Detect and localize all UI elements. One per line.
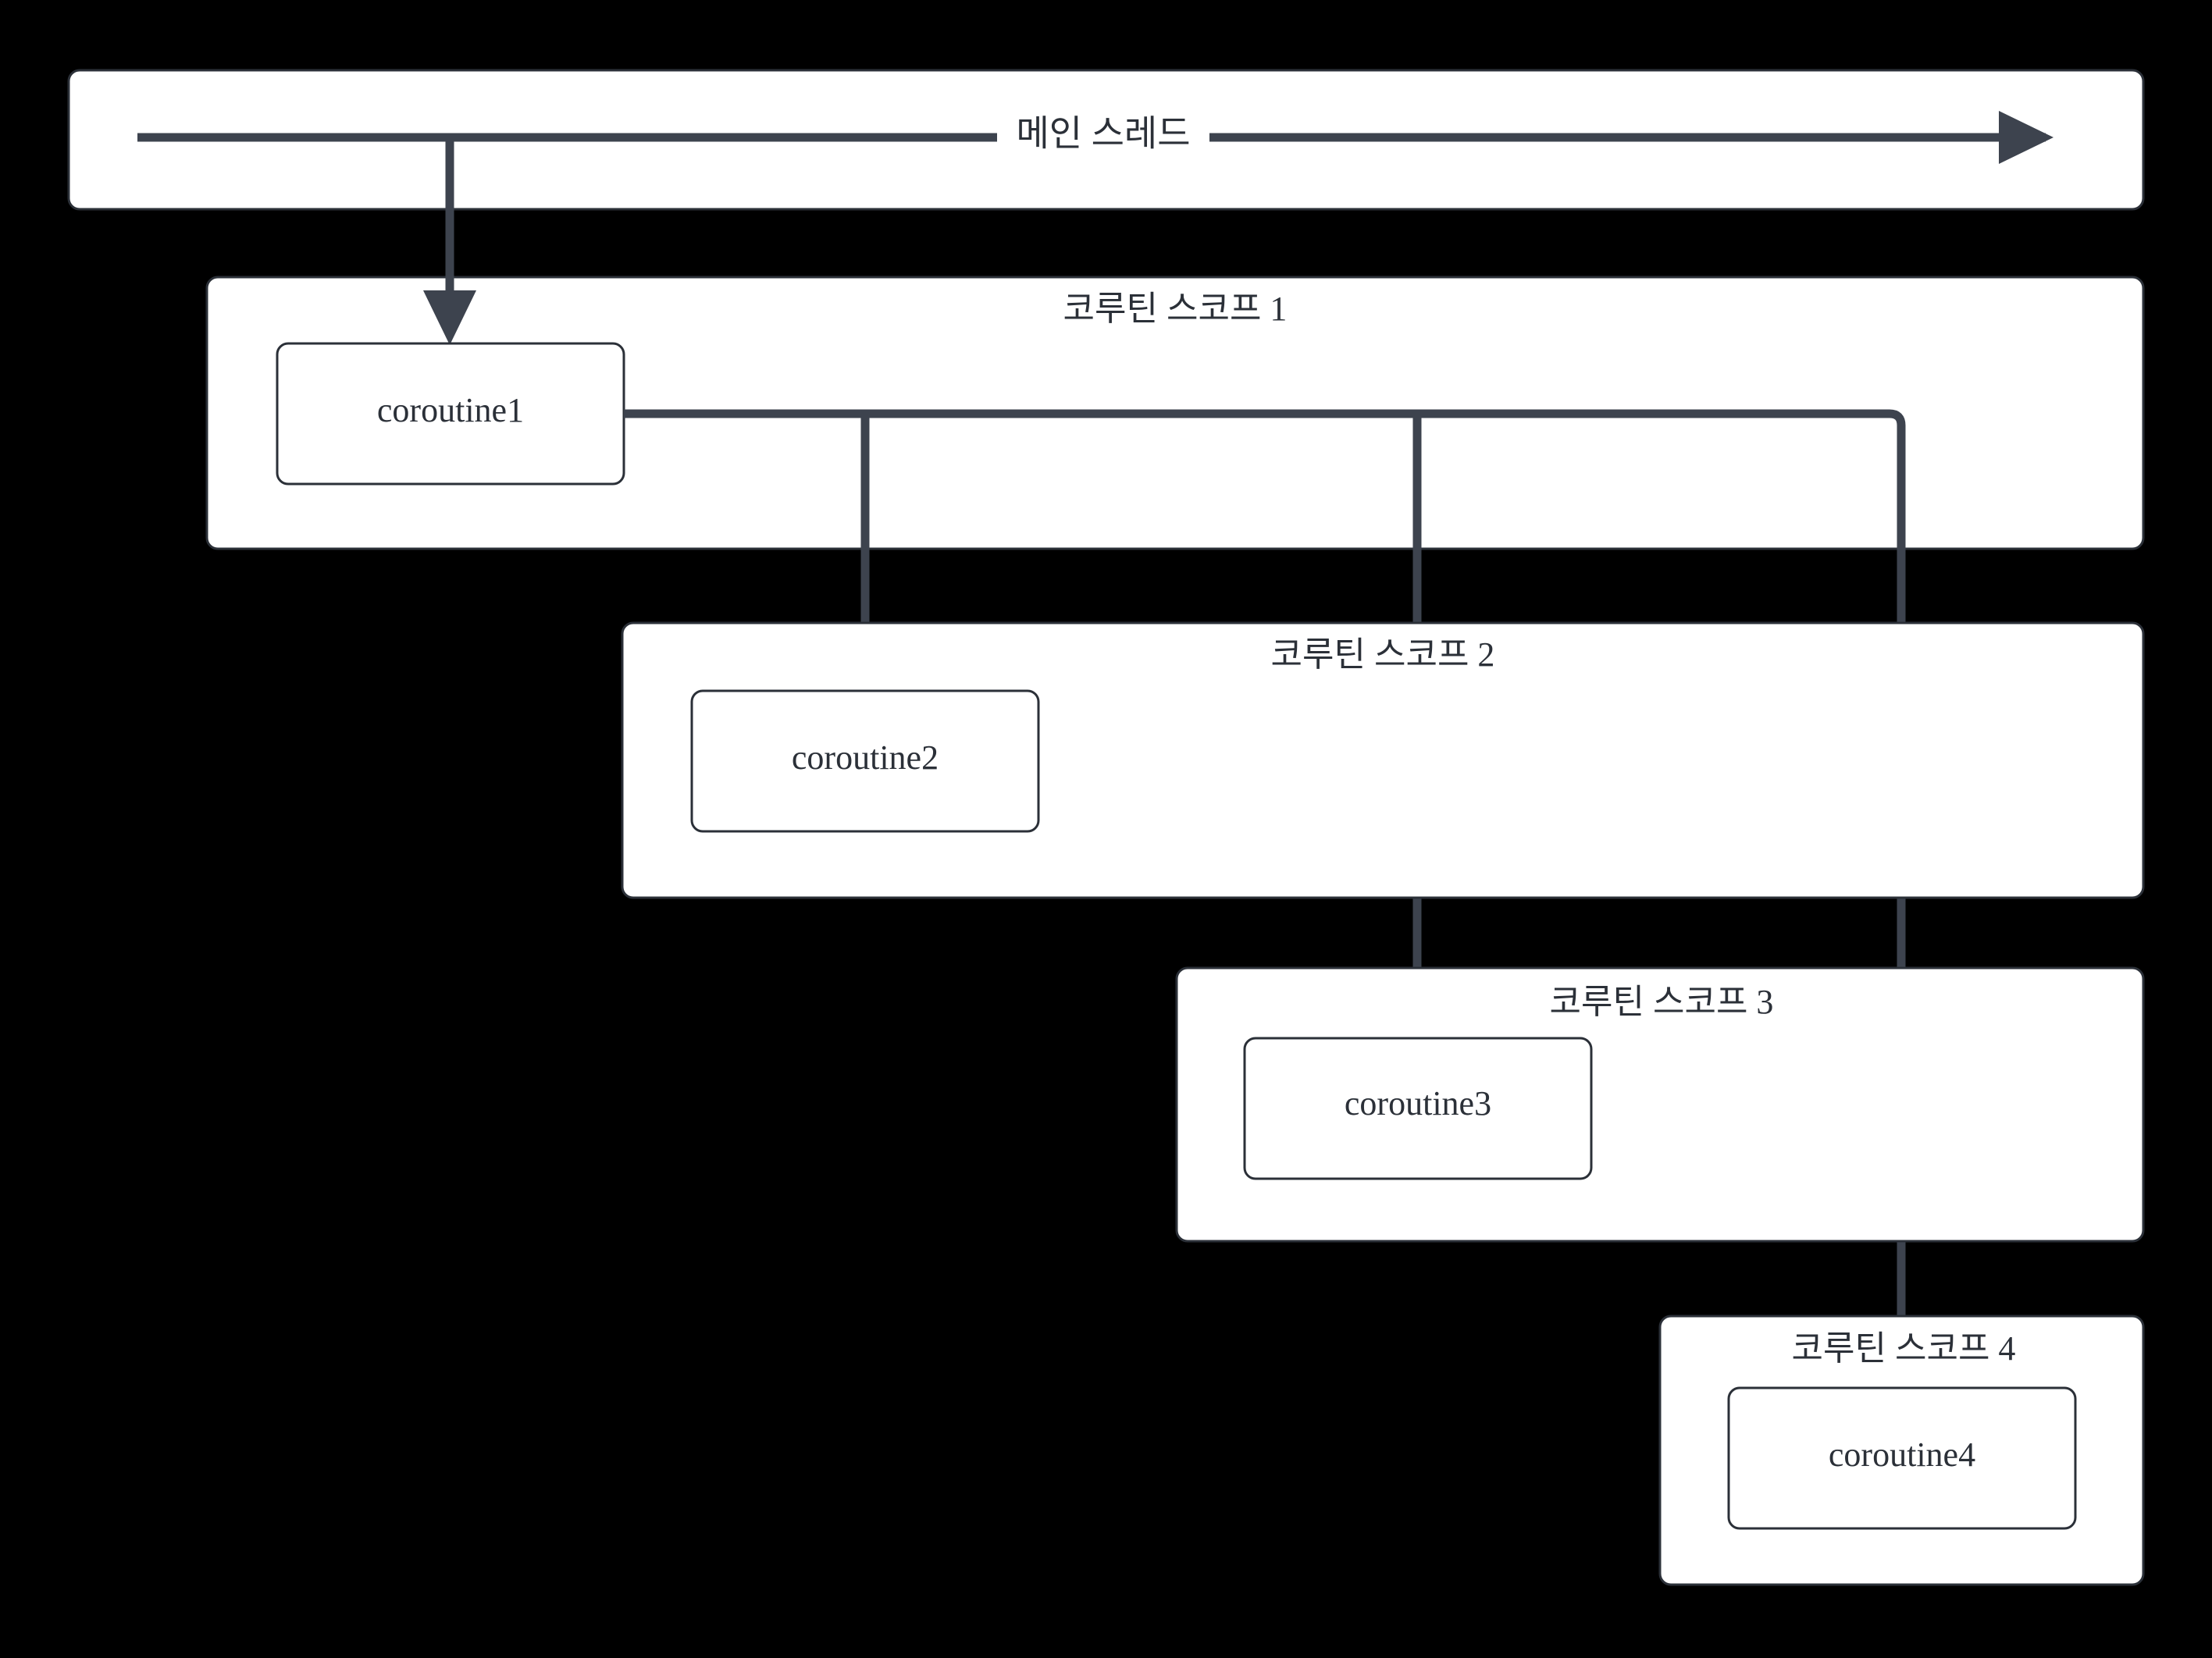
main-thread-arrowhead: [1999, 111, 2053, 164]
coroutine-scope-3-label: 코루틴 스코프 3: [1550, 983, 1774, 1021]
coroutine1-fanout-bus: [624, 409, 1906, 1343]
coroutine4-label: coroutine4: [1829, 1436, 1975, 1474]
coroutine-scope-1-label: 코루틴 스코프 1: [1063, 290, 1288, 328]
coroutine-scope-4-label: 코루틴 스코프 4: [1792, 1329, 2016, 1368]
coroutine1-label: coroutine1: [377, 391, 524, 429]
main-thread-label: 메인 스레드: [1016, 114, 1190, 154]
coroutine3-label: coroutine3: [1345, 1084, 1491, 1123]
coroutine-scope-2-label: 코루틴 스코프 2: [1271, 635, 1495, 674]
coroutine4-box[interactable]: [1727, 1386, 2077, 1530]
coroutine2-label: coroutine2: [792, 738, 939, 777]
main-thread-label-bg: [997, 117, 1209, 158]
coroutine3-box[interactable]: [1243, 1037, 1593, 1180]
coroutine2-box[interactable]: [690, 689, 1040, 833]
arrowhead-coroutine1: [423, 290, 476, 345]
